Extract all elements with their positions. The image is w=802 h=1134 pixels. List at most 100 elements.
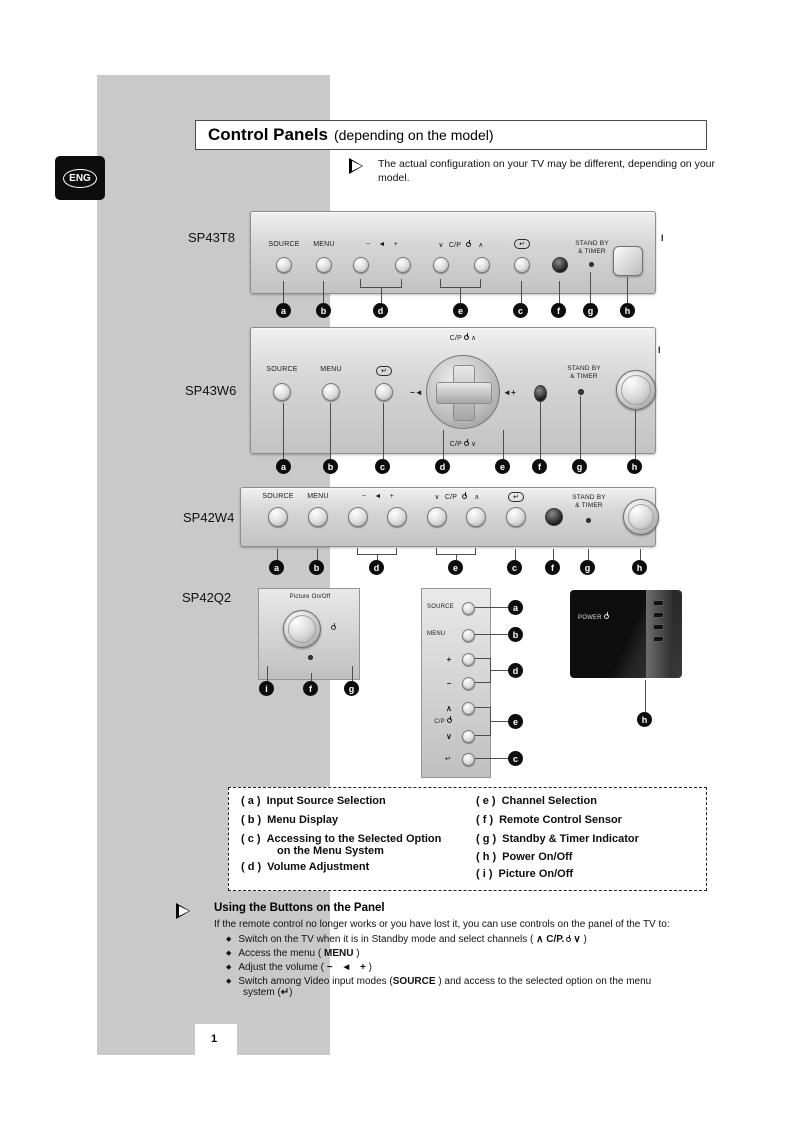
language-badge-label: ENG <box>63 168 97 188</box>
legend-label: Remote Control Sensor <box>499 814 622 826</box>
leader-line <box>460 288 461 303</box>
legend-label: Channel Selection <box>501 795 597 807</box>
tv-side-button <box>653 624 664 630</box>
legend-item-a: ( a )Input Source Selection <box>241 795 386 807</box>
power-icon <box>566 935 572 942</box>
power-icon <box>463 333 469 340</box>
standby-line1: STAND BY <box>575 240 609 247</box>
tv-side-button <box>653 612 664 618</box>
power-button <box>623 499 659 535</box>
leader-line <box>456 555 457 560</box>
tv-side-button <box>653 600 664 606</box>
leader-line <box>381 288 382 303</box>
callout-e: e <box>508 714 523 729</box>
channel-label: C/P <box>428 716 460 725</box>
standby-line2: & TIMER <box>570 373 598 381</box>
usage-intro: If the remote control no longer works or… <box>214 919 670 930</box>
source-label: SOURCE <box>262 493 294 500</box>
channel-up-glyph: ∧ <box>474 494 480 501</box>
legend-key: ( b ) <box>241 814 262 826</box>
menu-label: MENU <box>307 493 329 500</box>
enter-button <box>462 753 475 766</box>
bullet-key: ∨ <box>573 934 581 945</box>
callout-c: c <box>507 560 522 575</box>
language-badge: ENG <box>55 156 105 200</box>
tv-corner-photo-sp42q2: POWER <box>570 590 682 678</box>
legend-item-b: ( b )Menu Display <box>241 814 338 826</box>
volume-up-label: ◄+ <box>503 388 516 397</box>
leader-line <box>383 403 384 459</box>
volume-up-button <box>387 507 407 527</box>
tv-side-button <box>653 636 664 642</box>
legend-label: on the Menu System <box>277 845 384 857</box>
remote-sensor <box>534 385 547 402</box>
bullet-text: Adjust the volume ( <box>238 962 327 973</box>
callout-f: f <box>545 560 560 575</box>
leader-line <box>635 410 636 459</box>
leader-line <box>323 281 324 303</box>
jog-pad <box>426 355 500 429</box>
usage-bullet: ◆Switch on the TV when it is in Standby … <box>226 934 708 945</box>
callout-b: b <box>309 560 324 575</box>
standby-line1: STAND BY <box>567 365 601 372</box>
legend-label: Picture On/Off <box>498 868 574 880</box>
bullet-text: ) <box>365 962 373 973</box>
usage-bullet: ◆Access the menu ( MENU ) <box>226 948 708 959</box>
leader-line <box>588 549 589 560</box>
channel-down-glyph: ∨ <box>434 494 440 501</box>
bullet-text: ) <box>289 987 293 998</box>
leader-line <box>580 396 581 459</box>
up-glyph: ∧ <box>470 335 477 342</box>
callout-h: h <box>632 560 647 575</box>
leader-line <box>559 281 560 303</box>
side-control-strip-sp42q2: SOURCE MENU + − ∧ C/P ∨ ↵ <box>421 588 491 778</box>
menu-label: MENU <box>427 631 446 637</box>
leader-bracket <box>475 658 491 683</box>
leader-line <box>267 666 268 681</box>
channel-down-glyph: ∨ <box>438 242 444 249</box>
model-label-sp43t8: SP43T8 <box>188 230 235 245</box>
channel-label: ∨ C/P ∧ <box>421 240 501 249</box>
legend-item-e: ( e )Channel Selection <box>476 795 597 807</box>
channel-down-label: C/P∨ <box>421 439 505 448</box>
power-icon <box>446 716 452 723</box>
bullet-key: SOURCE <box>392 976 436 987</box>
front-panel-sp42q2: Picture On/Off <box>258 588 360 680</box>
callout-g: g <box>583 303 598 318</box>
usage-bullet: ◆Adjust the volume ( − ◄ + ) <box>226 962 708 973</box>
volume-up-label: + <box>446 655 452 664</box>
legend-key: ( a ) <box>241 795 261 807</box>
channel-up-glyph: ∧ <box>445 704 453 713</box>
legend-label: Accessing to the Selected Option <box>266 833 442 845</box>
legend-item-c: ( c )Accessing to the Selected Option <box>241 833 441 845</box>
leader-bracket <box>360 279 402 288</box>
channel-down-button <box>433 257 449 273</box>
bullet-text: ) <box>580 934 587 945</box>
leader-line <box>645 680 646 712</box>
remote-sensor <box>545 508 563 526</box>
leader-line <box>515 549 516 560</box>
page-number-tab: 1 <box>195 1024 237 1056</box>
legend-item-h: ( h )Power On/Off <box>476 851 572 863</box>
channel-text: C/P <box>444 494 458 501</box>
bullet-key: ↵ <box>280 987 290 998</box>
callout-a: a <box>276 459 291 474</box>
jog-horizontal-bar <box>436 382 492 404</box>
leader-line <box>590 272 591 303</box>
bullet-key: MENU <box>323 948 354 959</box>
diamond-bullet-icon: ◆ <box>226 936 232 943</box>
source-button <box>276 257 292 273</box>
enter-icon: ↵ <box>444 756 452 763</box>
leader-line <box>491 670 508 671</box>
callout-b: b <box>316 303 331 318</box>
channel-up-label: C/P∧ <box>421 333 505 342</box>
bullet-text: Switch among Video input modes ( <box>238 976 393 987</box>
channel-up-button <box>462 702 475 715</box>
power-button <box>613 246 643 276</box>
model-label-sp42q2: SP42Q2 <box>182 590 232 605</box>
channel-down-button <box>427 507 447 527</box>
control-panel-sp43w6: C/P∧ SOURCE MENU ↵ −◄ ◄+ C/P∨ STAND BY &… <box>250 327 656 454</box>
callout-c: c <box>508 751 523 766</box>
leader-line <box>627 277 628 303</box>
bullet-text: Access the menu ( <box>238 948 324 959</box>
